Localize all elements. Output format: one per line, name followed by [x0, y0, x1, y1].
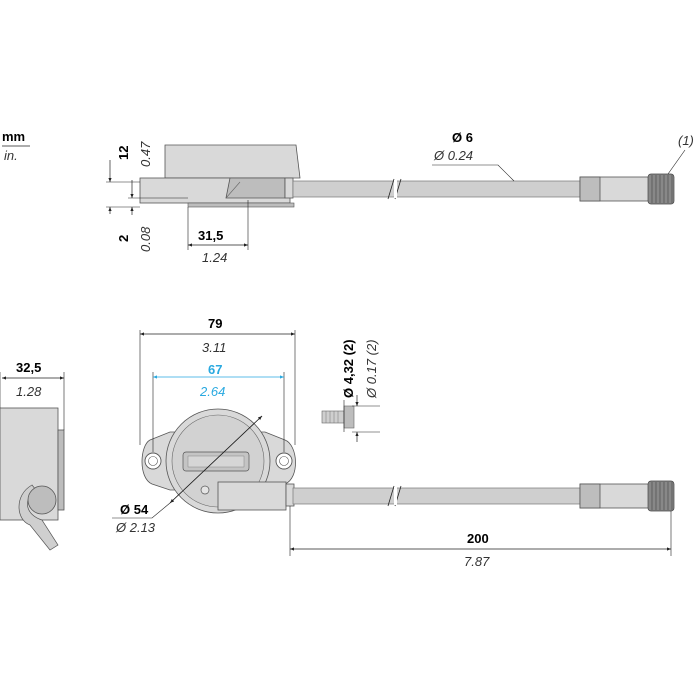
base-mm: 2 [116, 235, 131, 242]
body-depth-mm: 31,5 [198, 228, 223, 243]
unit-in: in. [4, 148, 18, 163]
mounting-screw [321, 405, 355, 429]
units-legend: mm in. [2, 129, 30, 163]
height-mm: 12 [116, 146, 131, 160]
end-view-cable [18, 484, 59, 551]
height-in: 0.47 [138, 141, 153, 167]
body-dia-in: Ø 2.13 [115, 520, 156, 535]
hole-spacing-in: 2.64 [199, 384, 225, 399]
plan-view: 79 3.11 67 2.64 Ø 54 Ø 2.13 Ø 4,32 (2) Ø… [112, 316, 675, 569]
screw-dia-in: Ø 0.17 (2) [364, 339, 379, 399]
lower-housing [217, 481, 287, 511]
led-left [200, 485, 210, 495]
body-dia-mm: Ø 54 [120, 502, 149, 517]
body-depth-in: 1.24 [202, 250, 227, 265]
cable-length-mm: 200 [467, 531, 489, 546]
unit-mm: mm [2, 129, 25, 144]
connector-knurl [647, 173, 675, 205]
cable-length-in: 7.87 [464, 554, 490, 569]
hole-spacing-mm: 67 [208, 362, 222, 377]
cable-dia-in: Ø 0.24 [433, 148, 473, 163]
cable-dia-mm: Ø 6 [452, 130, 473, 145]
side-width-mm: 32,5 [16, 360, 41, 375]
cable-bottom [292, 487, 586, 505]
housing-top [164, 144, 301, 179]
side-width-in: 1.28 [16, 384, 42, 399]
side-elevation-view: (1) Ø 6 Ø 0.24 12 0.47 2 0.08 31,5 1.24 [106, 130, 694, 265]
note-label: (1) [678, 133, 694, 148]
cable-top [292, 180, 586, 198]
end-view: 32,5 1.28 [0, 360, 65, 551]
flange-width-in: 3.11 [202, 340, 226, 355]
screw-dia-mm: Ø 4,32 (2) [341, 339, 356, 398]
base-in: 0.08 [138, 226, 153, 252]
flange-width-mm: 79 [208, 316, 222, 331]
